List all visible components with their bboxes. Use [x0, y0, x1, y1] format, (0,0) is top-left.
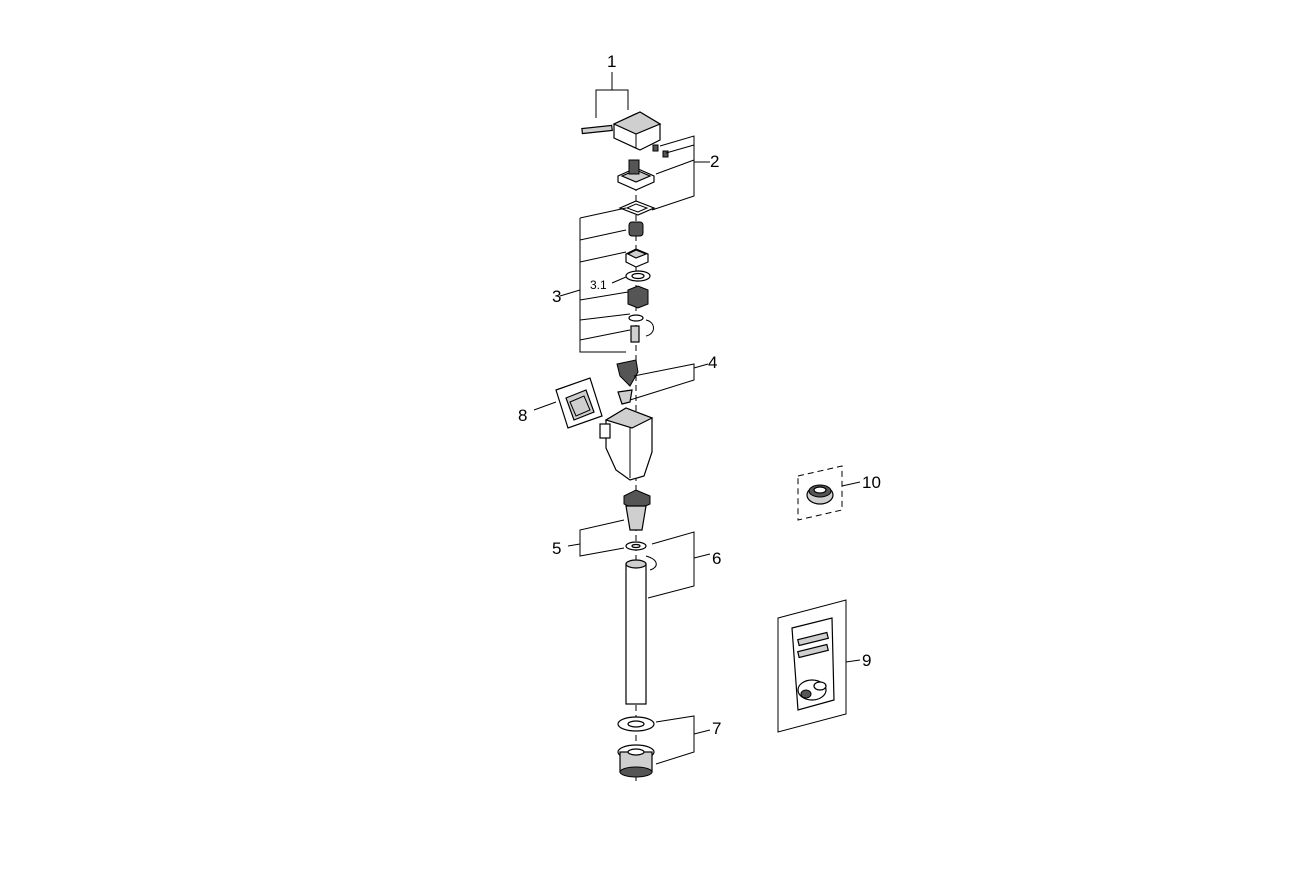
bracket-6	[647, 531, 711, 599]
leader-9	[845, 659, 861, 663]
label-3: 3	[552, 287, 561, 306]
label-7: 7	[712, 719, 721, 738]
leader-10	[841, 481, 861, 487]
bracket-4	[629, 363, 709, 401]
label-5: 5	[552, 539, 561, 558]
label-8: 8	[518, 406, 527, 425]
leader-3-1	[611, 276, 627, 284]
part-5-strainer	[623, 489, 651, 551]
bracket-1	[595, 72, 629, 118]
bracket-3	[559, 207, 631, 353]
bracket-7	[655, 715, 711, 765]
part-3-cartridge-stack	[625, 221, 654, 343]
part-6-pipe	[625, 555, 657, 705]
part-1-push-button	[581, 111, 662, 151]
label-2: 2	[710, 152, 719, 171]
part-10-cap	[797, 465, 843, 521]
label-10: 10	[862, 473, 881, 492]
bracket-5	[567, 519, 625, 557]
label-4: 4	[708, 353, 717, 372]
part-4-valve-insert	[616, 359, 639, 405]
part-7-connector	[617, 716, 655, 778]
part-8-cover-plate	[555, 377, 603, 429]
label-6: 6	[712, 549, 721, 568]
part-2-mounting-plate	[617, 144, 669, 216]
label-3-1: 3.1	[590, 278, 607, 292]
label-9: 9	[862, 651, 871, 670]
valve-body	[599, 407, 654, 481]
part-9-service-kit	[777, 599, 847, 733]
bracket-2	[651, 135, 710, 211]
leader-8	[533, 401, 557, 411]
label-1: 1	[607, 52, 616, 71]
